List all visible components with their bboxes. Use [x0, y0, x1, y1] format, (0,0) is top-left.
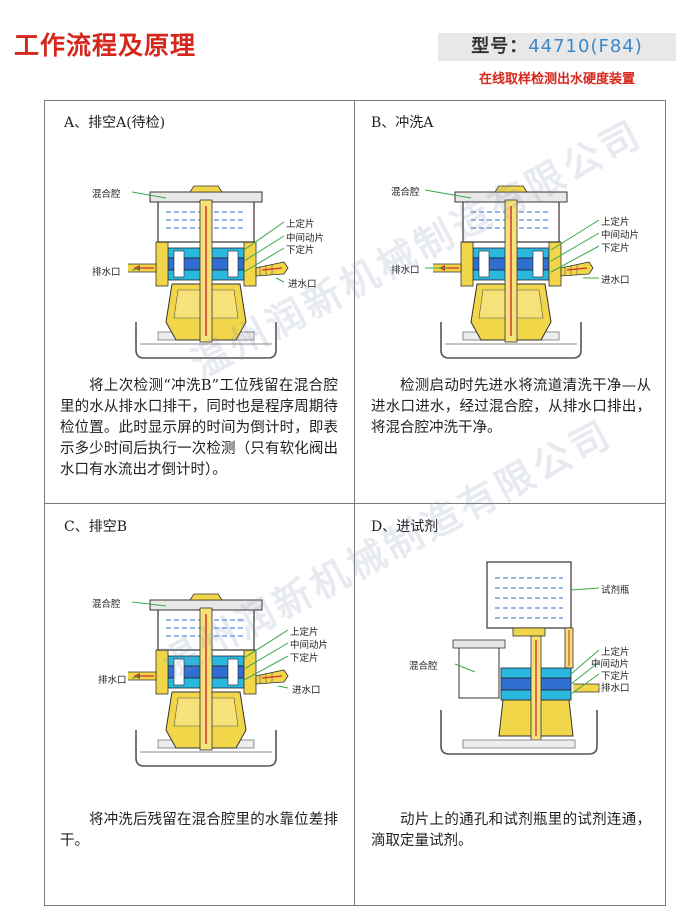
- panel-b-description: 检测启动时先进水将流道清洗干净—从进水口进水，经过混合腔，从排水口排出，将混合腔…: [371, 378, 651, 436]
- label-upper-fixed: 上定片: [601, 647, 630, 658]
- label-mixing-chamber: 混合腔: [391, 187, 420, 198]
- panel-a-description: 将上次检测“冲洗B”工位残留在混合腔里的水从排水口排干，同时也是程序周期待检位置…: [60, 378, 338, 478]
- panel-a: A、排空A(待检) 混合腔 排水口 上定片 中间动片 下定片 进水口 将上次检测…: [44, 100, 354, 503]
- panel-d-valve-diagram: [440, 561, 600, 755]
- grid-divider-horizontal: [44, 503, 666, 504]
- label-drain-port: 排水口: [92, 267, 121, 278]
- model-label: 型号：: [471, 36, 529, 57]
- model-badge: 型号：44710(F84): [438, 33, 676, 61]
- panel-d: D、进试剂 试剂瓶 混合腔 上定片: [355, 504, 666, 906]
- label-upper-fixed: 上定片: [286, 219, 315, 230]
- label-drain-port: 排水口: [601, 683, 630, 694]
- panel-c: C、排空B 混合腔 排水口 上定片 中间动片 下定片 进水口 将冲洗后残留在混合…: [44, 504, 354, 906]
- label-reagent-bottle: 试剂瓶: [601, 585, 630, 596]
- panel-d-leader-lines: [454, 587, 600, 695]
- model-value: 44710(F84): [528, 36, 643, 57]
- label-mixing-chamber: 混合腔: [409, 661, 438, 672]
- panel-c-leader-lines: [131, 601, 289, 689]
- panel-d-description: 动片上的通孔和试剂瓶里的试剂连通，滴取定量试剂。: [371, 812, 651, 849]
- panel-b-leader-lines: [424, 189, 600, 279]
- label-middle-moving: 中间动片: [290, 640, 329, 651]
- panel-a-leader-lines: [131, 191, 285, 283]
- label-drain-port: 排水口: [391, 265, 420, 276]
- panel-b-title: B、冲洗A: [371, 115, 434, 131]
- label-upper-fixed: 上定片: [290, 627, 319, 638]
- label-middle-moving: 中间动片: [591, 659, 630, 670]
- label-lower-fixed: 下定片: [601, 243, 630, 254]
- page-title: 工作流程及原理: [14, 31, 197, 60]
- label-lower-fixed: 下定片: [286, 245, 315, 256]
- label-inlet-port: 进水口: [288, 279, 317, 290]
- panel-a-title: A、排空A(待检): [64, 115, 166, 131]
- label-upper-fixed: 上定片: [601, 217, 630, 228]
- label-lower-fixed: 下定片: [290, 653, 319, 664]
- panel-d-title: D、进试剂: [371, 519, 439, 535]
- panel-c-description: 将冲洗后残留在混合腔里的水靠位差排干。: [60, 812, 338, 849]
- label-lower-fixed: 下定片: [601, 671, 630, 682]
- label-inlet-port: 进水口: [292, 685, 321, 696]
- label-inlet-port: 进水口: [601, 275, 630, 286]
- label-drain-port: 排水口: [98, 675, 127, 686]
- label-mixing-chamber: 混合腔: [92, 189, 121, 200]
- page-subtitle: 在线取样检测出水硬度装置: [478, 72, 635, 87]
- label-middle-moving: 中间动片: [286, 233, 325, 244]
- label-mixing-chamber: 混合腔: [92, 599, 121, 610]
- panel-c-title: C、排空B: [64, 519, 127, 535]
- label-middle-moving: 中间动片: [601, 230, 640, 241]
- panel-b: B、冲洗A 混合腔 排水口 上定片 中间动片 下定片 进水口 检测启动时先进水将…: [355, 100, 666, 503]
